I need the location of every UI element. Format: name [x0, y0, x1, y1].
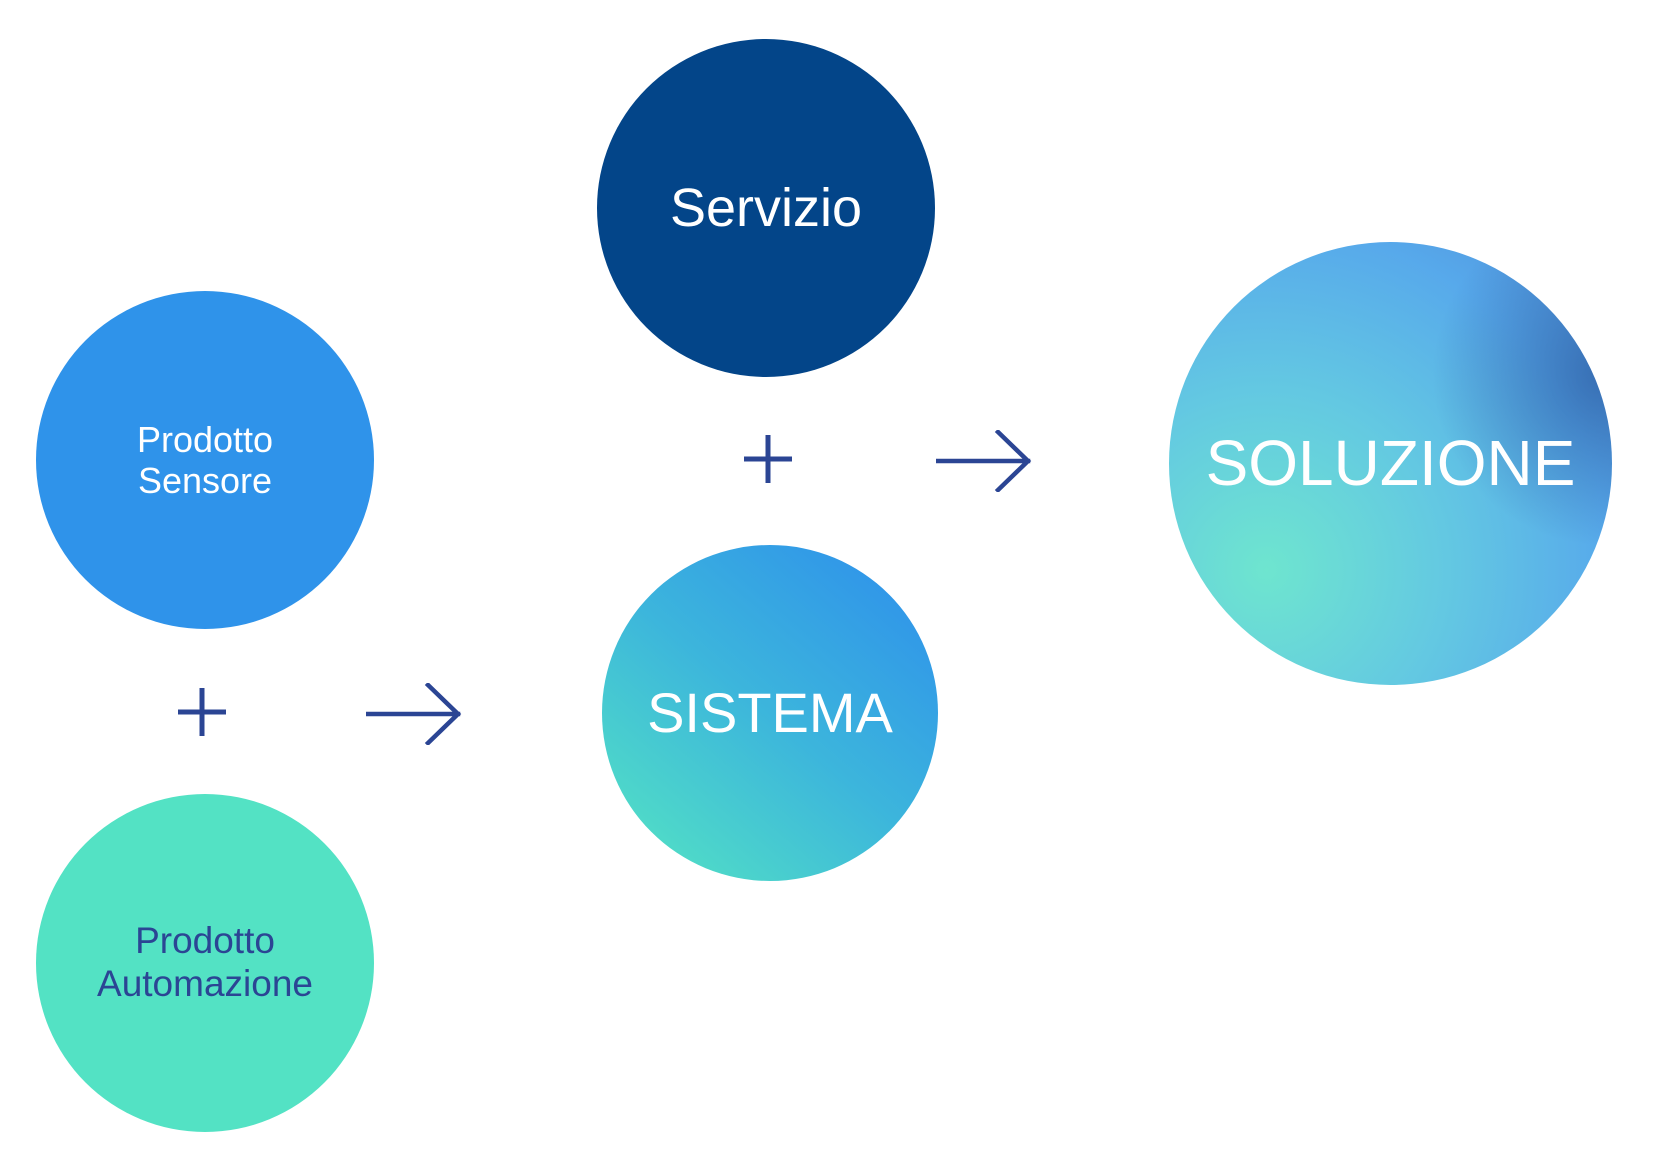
arrow-right-icon — [366, 683, 462, 745]
plus-icon — [178, 688, 226, 736]
node-label-line1: Prodotto — [136, 418, 274, 460]
node-label: SISTEMA — [647, 680, 893, 744]
node-servizio: Servizio — [597, 39, 935, 377]
arrow-right-icon — [936, 430, 1032, 492]
node-soluzione: SOLUZIONE — [1169, 242, 1612, 685]
node-prodotto-automazione: Prodotto Automazione — [36, 794, 374, 1132]
node-sistema: SISTEMA — [602, 545, 938, 881]
node-label: SOLUZIONE — [1205, 426, 1576, 499]
node-label: Servizio — [669, 177, 863, 238]
plus-icon — [744, 435, 792, 483]
node-label-line2: Automazione — [97, 963, 313, 1004]
node-label-line2: Sensore — [137, 460, 273, 501]
node-prodotto-sensore: Prodotto Sensore — [36, 291, 374, 629]
node-label-line1: Prodotto — [135, 920, 275, 962]
